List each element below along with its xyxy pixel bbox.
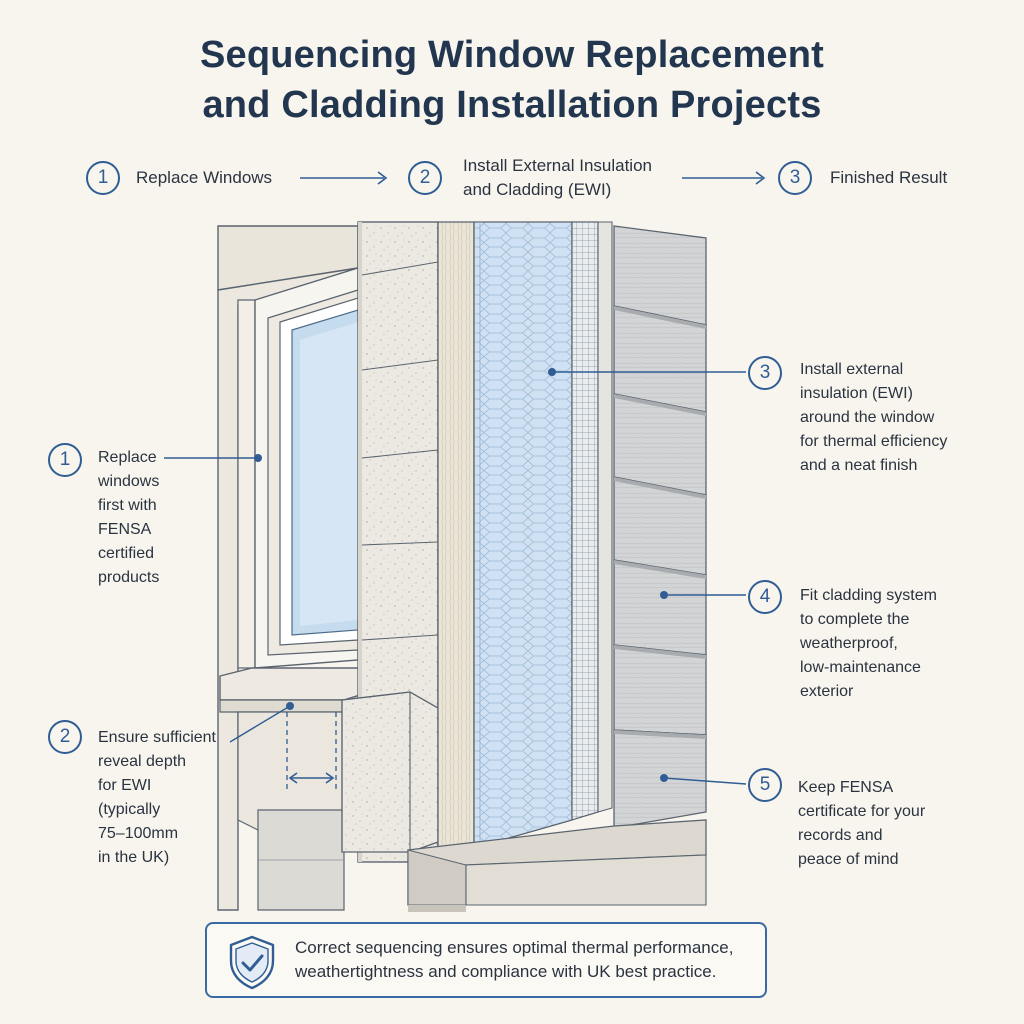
step-2-label-line-1: Install External Insulation bbox=[463, 156, 652, 175]
masonry-blocks bbox=[341, 221, 439, 863]
footer-text: Correct sequencing ensures optimal therm… bbox=[295, 936, 765, 984]
callout-5-line: peace of mind bbox=[798, 851, 899, 868]
leader-line-5 bbox=[660, 774, 747, 785]
footer-line-2: weathertightness and compliance with UK … bbox=[295, 962, 717, 981]
step-1-label: Replace Windows bbox=[136, 168, 273, 187]
callout-5-line: Keep FENSA bbox=[798, 779, 894, 796]
callout-4-line: to complete the bbox=[800, 611, 910, 628]
title-line-1: Sequencing Window Replacement bbox=[199, 34, 825, 76]
insulation-layer bbox=[473, 221, 573, 849]
callout-4-line: low-maintenance bbox=[800, 659, 921, 676]
callout-3-line: Install external bbox=[800, 361, 904, 378]
callout-3-line: for thermal efficiency bbox=[800, 433, 948, 450]
callout-4-badge: 4 bbox=[748, 580, 782, 614]
callout-3-text: Install external insulation (EWI) around… bbox=[800, 358, 947, 478]
step-3-badge: 3 bbox=[778, 161, 812, 195]
existing-wall bbox=[217, 225, 359, 911]
step-3-label: Finished Result bbox=[830, 168, 948, 187]
callout-5-text: Keep FENSA certificate for your records … bbox=[798, 776, 925, 872]
reveal-depth-dimension bbox=[286, 712, 337, 790]
step-1-badge: 1 bbox=[86, 161, 120, 195]
callout-4-line: exterior bbox=[800, 683, 854, 700]
window-glass bbox=[291, 309, 359, 636]
callout-3-line: insulation (EWI) bbox=[800, 385, 913, 402]
step-2-label: Install External Insulation and Cladding… bbox=[463, 154, 652, 202]
callout-5-line: certificate for your bbox=[798, 803, 926, 820]
callout-1-line: Replace bbox=[98, 449, 157, 466]
step-2-badge: 2 bbox=[408, 161, 442, 195]
callout-3-line: around the window bbox=[800, 409, 935, 426]
callout-1-line: first with bbox=[98, 497, 157, 514]
callout-2-line: Ensure sufficient bbox=[98, 729, 216, 746]
callout-2-text: Ensure sufficient reveal depth for EWI (… bbox=[98, 726, 216, 870]
step-arrow-1 bbox=[300, 171, 388, 185]
callout-1-badge: 1 bbox=[48, 443, 82, 477]
callout-1-line: products bbox=[98, 569, 160, 586]
substrate-layer bbox=[437, 221, 475, 859]
callout-2-line: in the UK) bbox=[98, 849, 170, 866]
leader-line-1 bbox=[164, 454, 262, 462]
base-plinth bbox=[407, 819, 707, 912]
cladding-boards bbox=[613, 225, 707, 829]
leader-line-4 bbox=[660, 591, 746, 599]
callout-4-text: Fit cladding system to complete the weat… bbox=[800, 584, 937, 704]
mesh-layer bbox=[571, 221, 613, 821]
step-2-label-line-2: and Cladding (EWI) bbox=[463, 180, 612, 199]
callout-5-line: records and bbox=[798, 827, 883, 844]
lower-wall bbox=[237, 711, 345, 911]
callout-3-badge: 3 bbox=[748, 356, 782, 390]
callout-2-line: for EWI bbox=[98, 777, 152, 794]
title-line-2: and Cladding Installation Projects bbox=[202, 84, 822, 126]
footer-line-1: Correct sequencing ensures optimal therm… bbox=[295, 938, 734, 957]
callout-2-badge: 2 bbox=[48, 720, 82, 754]
callout-1-line: FENSA bbox=[98, 521, 152, 538]
callout-1-text: Replace windows first with FENSA certifi… bbox=[98, 446, 159, 590]
callout-4-line: weatherproof, bbox=[800, 635, 898, 652]
leader-line-3 bbox=[548, 368, 746, 376]
callout-2-line: (typically bbox=[98, 801, 161, 818]
leader-line-2 bbox=[229, 702, 294, 743]
callout-1-line: windows bbox=[98, 473, 160, 490]
callout-2-line: 75–100mm bbox=[98, 825, 179, 842]
callout-3-line: and a neat finish bbox=[800, 457, 918, 474]
callout-1-line: certified bbox=[98, 545, 155, 562]
callout-5-badge: 5 bbox=[748, 768, 782, 802]
page-title: Sequencing Window Replacement and Claddi… bbox=[0, 30, 1024, 130]
step-arrow-2 bbox=[682, 171, 766, 185]
shield-check-icon bbox=[229, 935, 275, 990]
callout-4-line: Fit cladding system bbox=[800, 587, 937, 604]
callout-2-line: reveal depth bbox=[98, 753, 187, 770]
footer-note-box: Correct sequencing ensures optimal therm… bbox=[205, 922, 767, 998]
